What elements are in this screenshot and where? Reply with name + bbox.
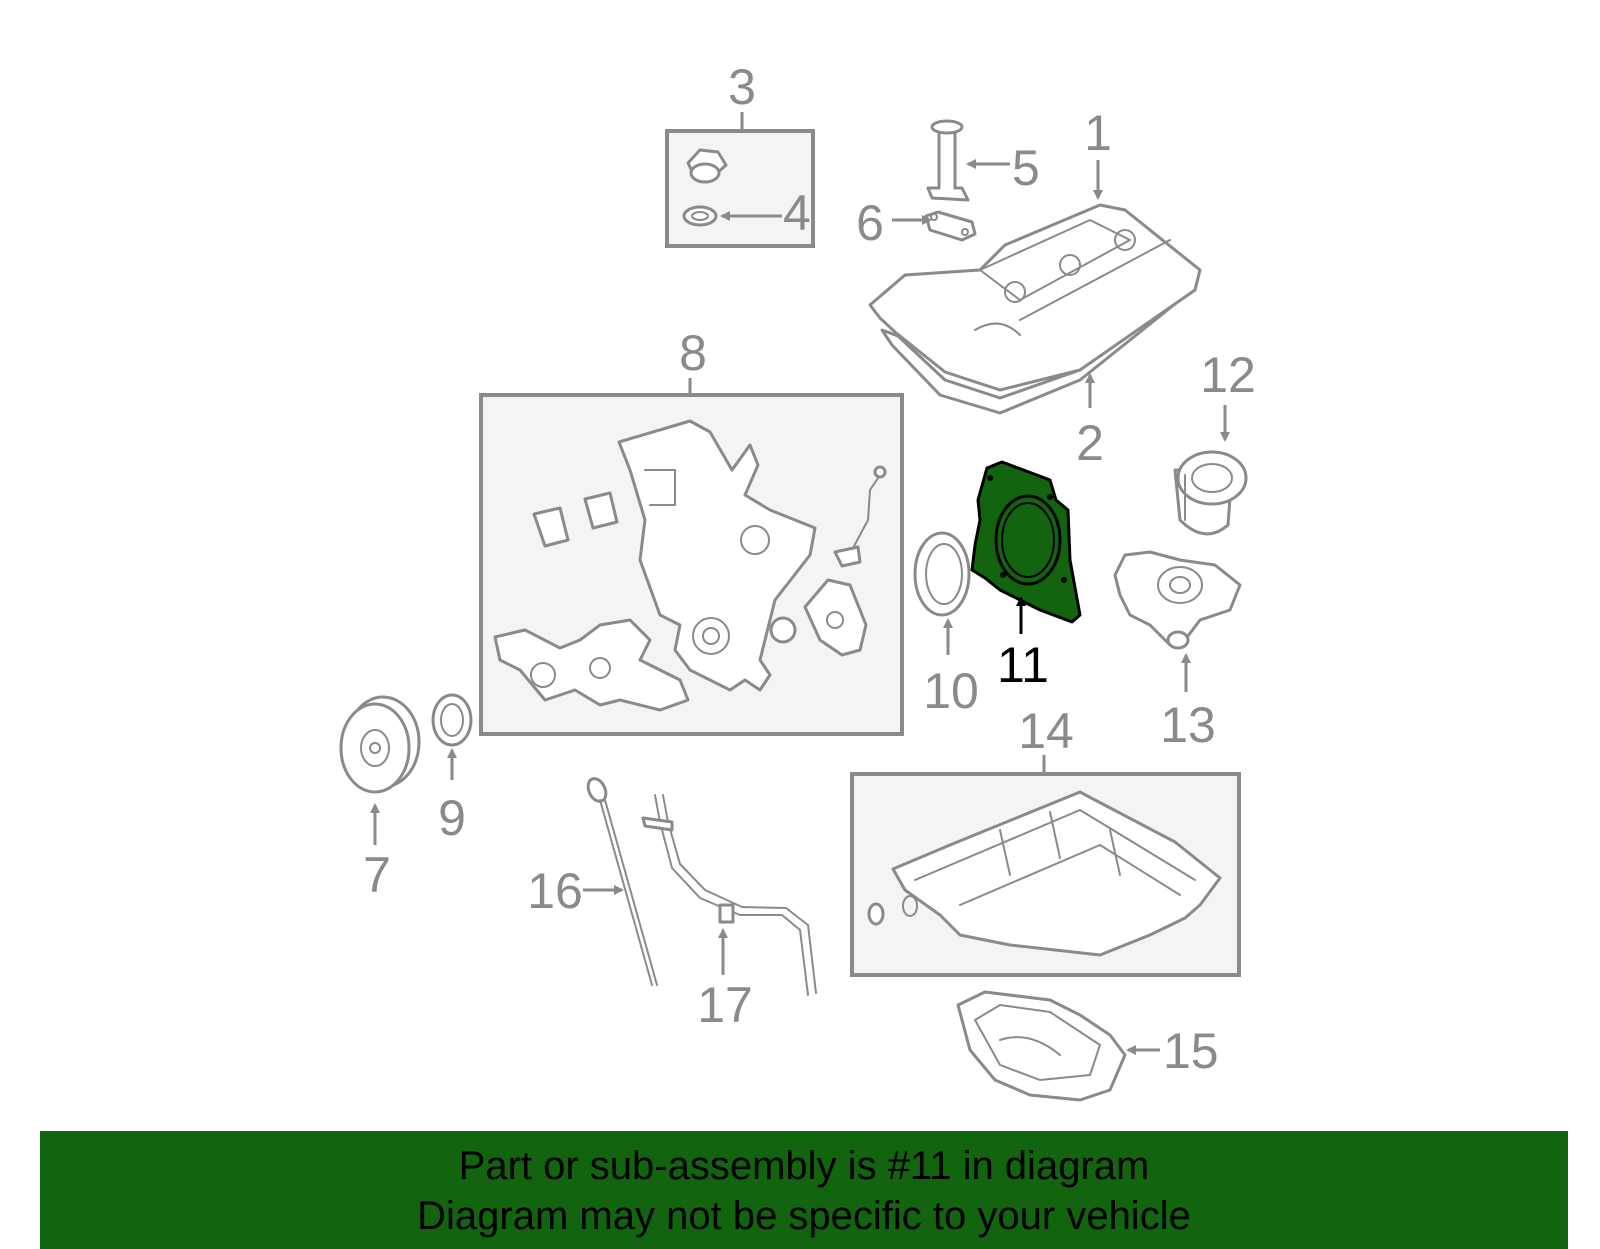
callout-14: 14 [1018, 703, 1074, 759]
rear-seal-retainer-highlighted [970, 460, 1082, 624]
callout-11: 11 [997, 637, 1049, 693]
callout-13: 13 [1160, 697, 1216, 753]
callout-2: 2 [1076, 415, 1104, 471]
callout-9: 9 [438, 790, 466, 846]
dipstick-tube [641, 794, 817, 996]
oil-filler-cap [686, 148, 728, 184]
callout-3: 3 [728, 59, 756, 115]
engine-parts-diagram: 1 2 3 4 5 6 7 8 9 10 11 12 13 14 15 16 1… [339, 59, 1256, 1102]
callout-12: 12 [1200, 347, 1256, 403]
timing-cover-gaskets [532, 491, 619, 548]
callout-6: 6 [856, 195, 884, 251]
leader-lines [370, 159, 1230, 1055]
banner-line-disclaimer: Diagram may not be specific to your vehi… [417, 1194, 1191, 1238]
callout-17: 17 [697, 977, 753, 1033]
oil-pump-cover [769, 578, 868, 657]
filler-pipe-gasket [924, 210, 977, 242]
cover-sensor-harness [833, 465, 887, 568]
timing-chain-cover [617, 419, 817, 692]
water-pump-assembly [493, 618, 690, 712]
crankshaft-pulley [339, 695, 421, 794]
callout-8: 8 [679, 325, 707, 381]
callout-7: 7 [363, 847, 391, 903]
callout-15: 15 [1163, 1023, 1219, 1079]
oil-filter [1173, 450, 1248, 536]
callout-4: 4 [783, 185, 811, 241]
callout-16: 16 [527, 863, 583, 919]
callout-5: 5 [1012, 140, 1040, 196]
oil-filler-pipe [926, 119, 970, 202]
upper-oil-pan [867, 790, 1222, 957]
filler-cap-gasket [682, 205, 718, 227]
callout-1: 1 [1084, 105, 1112, 161]
lower-oil-pan [956, 990, 1127, 1102]
front-crankshaft-seal [431, 693, 473, 747]
rear-crankshaft-seal [913, 531, 971, 617]
callout-10: 10 [923, 663, 979, 719]
oil-filter-housing [1113, 550, 1242, 650]
oil-dipstick [586, 777, 658, 986]
banner-line-part-number: Part or sub-assembly is #11 in diagram [458, 1144, 1150, 1188]
group-box-3 [665, 112, 815, 248]
notice-banner: Part or sub-assembly is #11 in diagram D… [40, 1131, 1568, 1249]
valve-cover [868, 203, 1202, 392]
